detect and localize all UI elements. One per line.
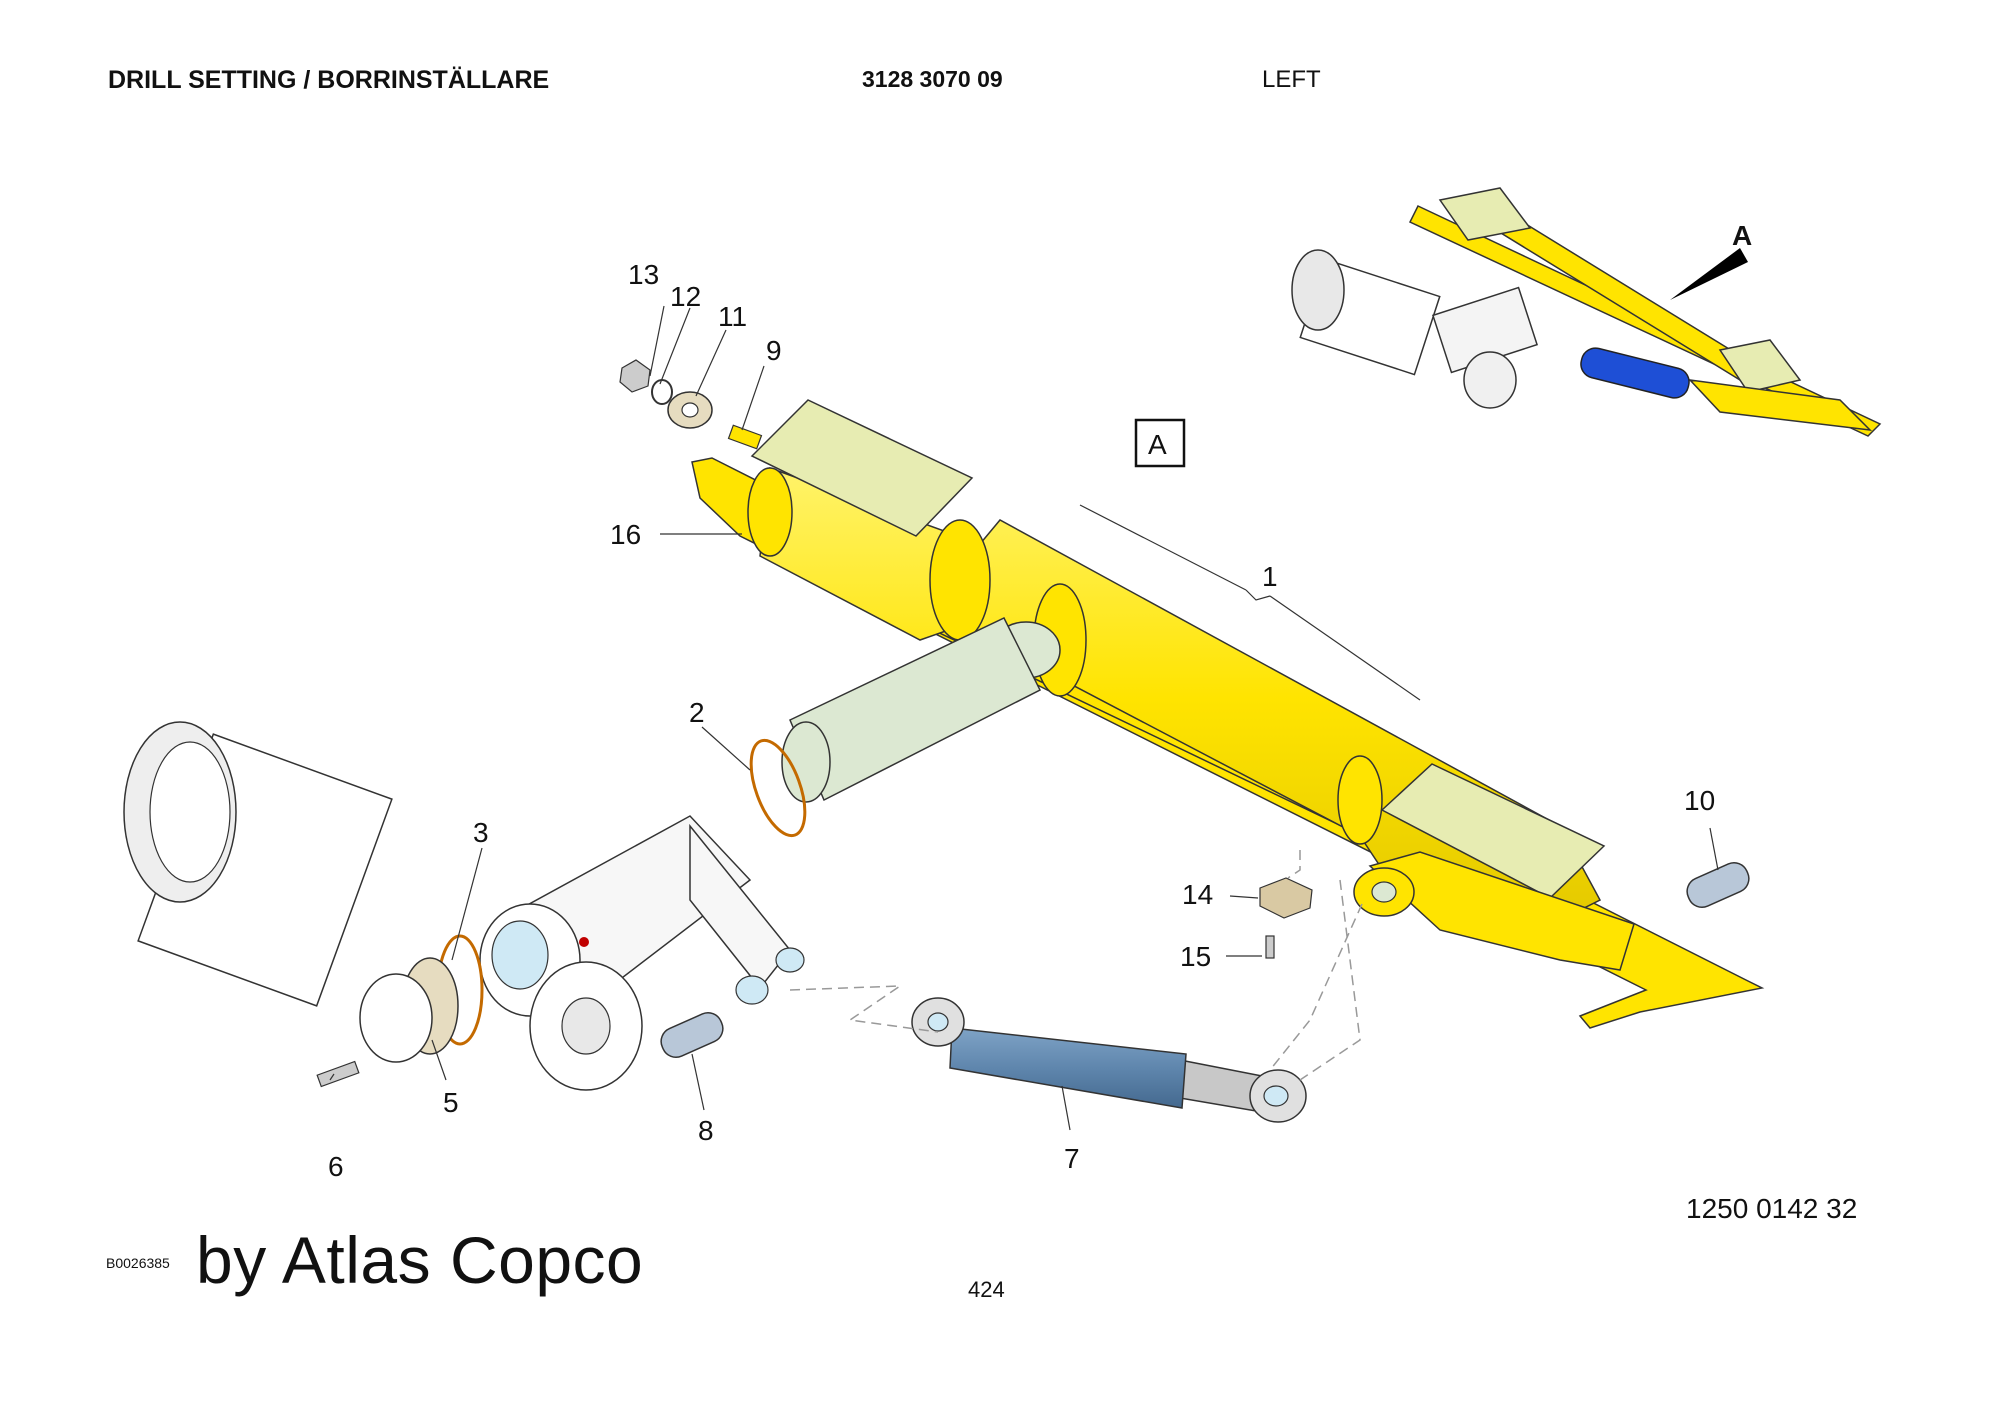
callout-13: 13 — [628, 259, 659, 290]
callout-14: 14 — [1182, 879, 1213, 910]
callout-9: 9 — [766, 335, 782, 366]
view-a-marker: A — [1134, 418, 1186, 468]
main-boom — [727, 399, 1635, 971]
callout-5: 5 — [443, 1087, 459, 1118]
callout-8: 8 — [698, 1115, 714, 1146]
assembly-lines — [789, 850, 1363, 1081]
callout-16: 16 — [610, 519, 641, 550]
part-number: 3128 3070 09 — [862, 66, 1003, 92]
callout-10: 10 — [1684, 785, 1715, 816]
callout-7: 7 — [1064, 1143, 1080, 1174]
page-number: 424 — [968, 1277, 1005, 1302]
callout-1: 1 — [1262, 561, 1278, 592]
view-arrow-icon — [1670, 248, 1748, 300]
callout-11: 11 — [718, 301, 747, 332]
hydraulic-cylinder — [911, 997, 1307, 1123]
callout-12: 12 — [670, 281, 701, 312]
callout-3: 3 — [473, 817, 489, 848]
leader-lines — [329, 305, 1719, 1131]
extension-tube — [781, 617, 1042, 803]
side-label: LEFT — [1262, 66, 1321, 93]
view-label: A — [1148, 429, 1167, 460]
callout-labels: 1 2 3 5 6 7 8 9 10 11 12 13 14 15 16 — [328, 259, 1715, 1182]
callout-15: 15 — [1180, 941, 1211, 972]
image-code: B0026385 — [106, 1255, 170, 1271]
pivot-housing — [123, 721, 807, 1091]
callout-2: 2 — [689, 697, 705, 728]
overview-view-label: A — [1732, 220, 1752, 251]
page-header-title: DRILL SETTING / BORRINSTÄLLARE — [108, 66, 550, 94]
hardware-parts — [316, 359, 1750, 1088]
brand-text: by Atlas Copco — [196, 1223, 644, 1297]
drawing-number: 1250 0142 32 — [1686, 1193, 1858, 1224]
overview-inset: A — [1291, 187, 1882, 437]
callout-6: 6 — [328, 1151, 344, 1182]
